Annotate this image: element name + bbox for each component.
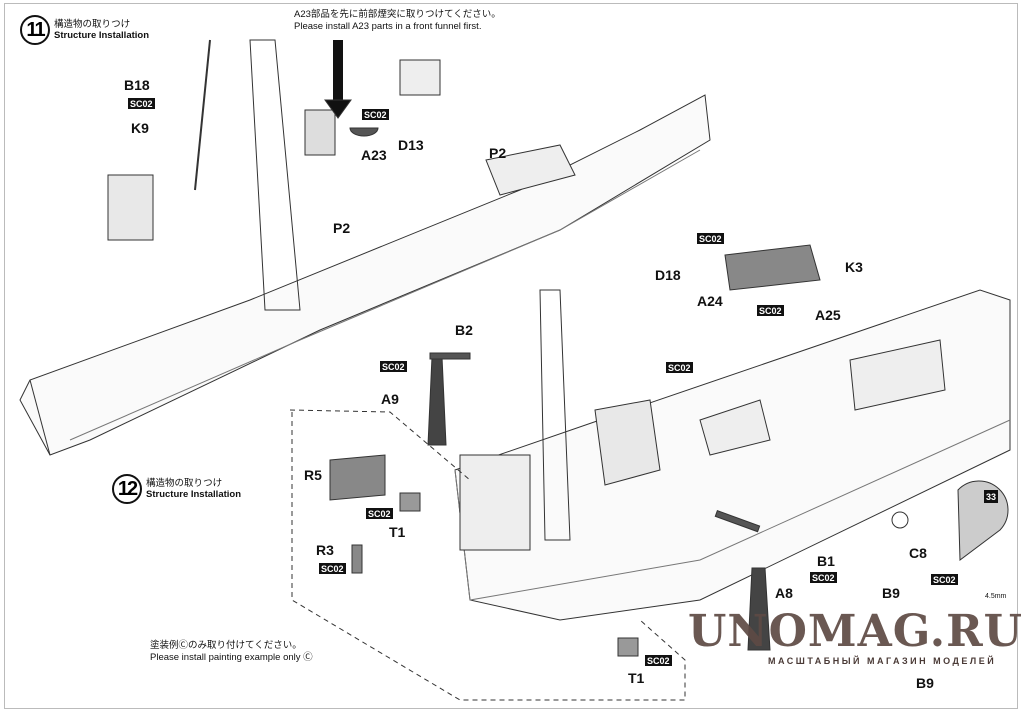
inset-pointer bbox=[289, 409, 471, 481]
painting-note: 塗装例Ⓒのみ取り付けてください。 Please install painting… bbox=[150, 640, 313, 664]
note-en: Please install painting example only Ⓒ bbox=[150, 652, 313, 663]
part-label-a8: A8 bbox=[775, 585, 793, 601]
part-label-k9: K9 bbox=[131, 120, 149, 136]
step-number: 12 bbox=[112, 474, 142, 504]
inset-border bbox=[291, 412, 686, 701]
part-label-d13: D13 bbox=[398, 137, 424, 153]
part-label-p2: P2 bbox=[489, 145, 506, 161]
part-label-a24: A24 bbox=[697, 293, 723, 309]
a23-note: A23部品を先に前部煙突に取りつけてください。 Please install A… bbox=[294, 9, 501, 33]
cement-tag-sc02: SC02 bbox=[668, 363, 691, 373]
step-title-en: Structure Installation bbox=[54, 30, 150, 41]
cement-tag-sc02: SC02 bbox=[759, 306, 782, 316]
step-title-en: Structure Installation bbox=[146, 489, 242, 500]
watermark-subtitle: МАСШТАБНЫЙ МАГАЗИН МОДЕЛЕЙ bbox=[768, 656, 997, 666]
cement-tag-sc02: SC02 bbox=[812, 573, 835, 583]
part-label-d18: D18 bbox=[655, 267, 681, 283]
part-label-a25: A25 bbox=[815, 307, 841, 323]
part-label-t1: T1 bbox=[389, 524, 406, 540]
step-title-jp: 構造物の取りつけ bbox=[54, 19, 131, 30]
part-label-b2: B2 bbox=[455, 322, 473, 338]
part-label-t1: T1 bbox=[628, 670, 645, 686]
cement-tags: SC02 SC02 SC02 SC02 SC02 SC02 SC02 SC02 … bbox=[128, 98, 958, 666]
page-border bbox=[4, 3, 1018, 709]
ship-hull-step11 bbox=[19, 39, 711, 456]
cement-tag-sc02: SC02 bbox=[699, 234, 722, 244]
note-en: Please install A23 parts in a front funn… bbox=[294, 21, 482, 32]
part-label-k3: K3 bbox=[845, 259, 863, 275]
watermark: UNOMAG.RU bbox=[688, 606, 1021, 657]
ship-hull-step12 bbox=[329, 244, 1011, 657]
cement-tag-sc02: SC02 bbox=[368, 509, 391, 519]
note-jp: A23部品を先に前部煙突に取りつけてください。 bbox=[294, 9, 501, 20]
cement-tag-sc02: SC02 bbox=[130, 99, 153, 109]
part-label-b18: B18 bbox=[124, 77, 150, 93]
step-title-jp: 構造物の取りつけ bbox=[146, 478, 223, 489]
part-labels: B18 K9 A23 D13 P2 P2 K3 D18 A24 A25 B2 A… bbox=[124, 77, 1007, 691]
part-label-b9: B9 bbox=[916, 675, 934, 691]
note-jp: 塗装例Ⓒのみ取り付けてください。 bbox=[150, 640, 302, 651]
cement-tag-sc02: SC02 bbox=[647, 656, 670, 666]
ref-number-33: 33 bbox=[986, 492, 996, 502]
part-label-b1: B1 bbox=[817, 553, 835, 569]
part-label-p2: P2 bbox=[333, 220, 350, 236]
cement-tag-sc02: SC02 bbox=[382, 362, 405, 372]
part-label-r3: R3 bbox=[316, 542, 334, 558]
part-label-b9: B9 bbox=[882, 585, 900, 601]
part-label-r5: R5 bbox=[304, 467, 322, 483]
part-label-c8: C8 bbox=[909, 545, 927, 561]
cement-tag-sc02: SC02 bbox=[364, 110, 387, 120]
cement-tag-sc02: SC02 bbox=[321, 564, 344, 574]
dimension-label: 4.5mm bbox=[985, 593, 1007, 600]
step-number: 11 bbox=[20, 15, 50, 45]
part-label-a23: A23 bbox=[361, 147, 387, 163]
part-label-a9: A9 bbox=[381, 391, 399, 407]
cement-tag-sc02: SC02 bbox=[933, 575, 956, 585]
